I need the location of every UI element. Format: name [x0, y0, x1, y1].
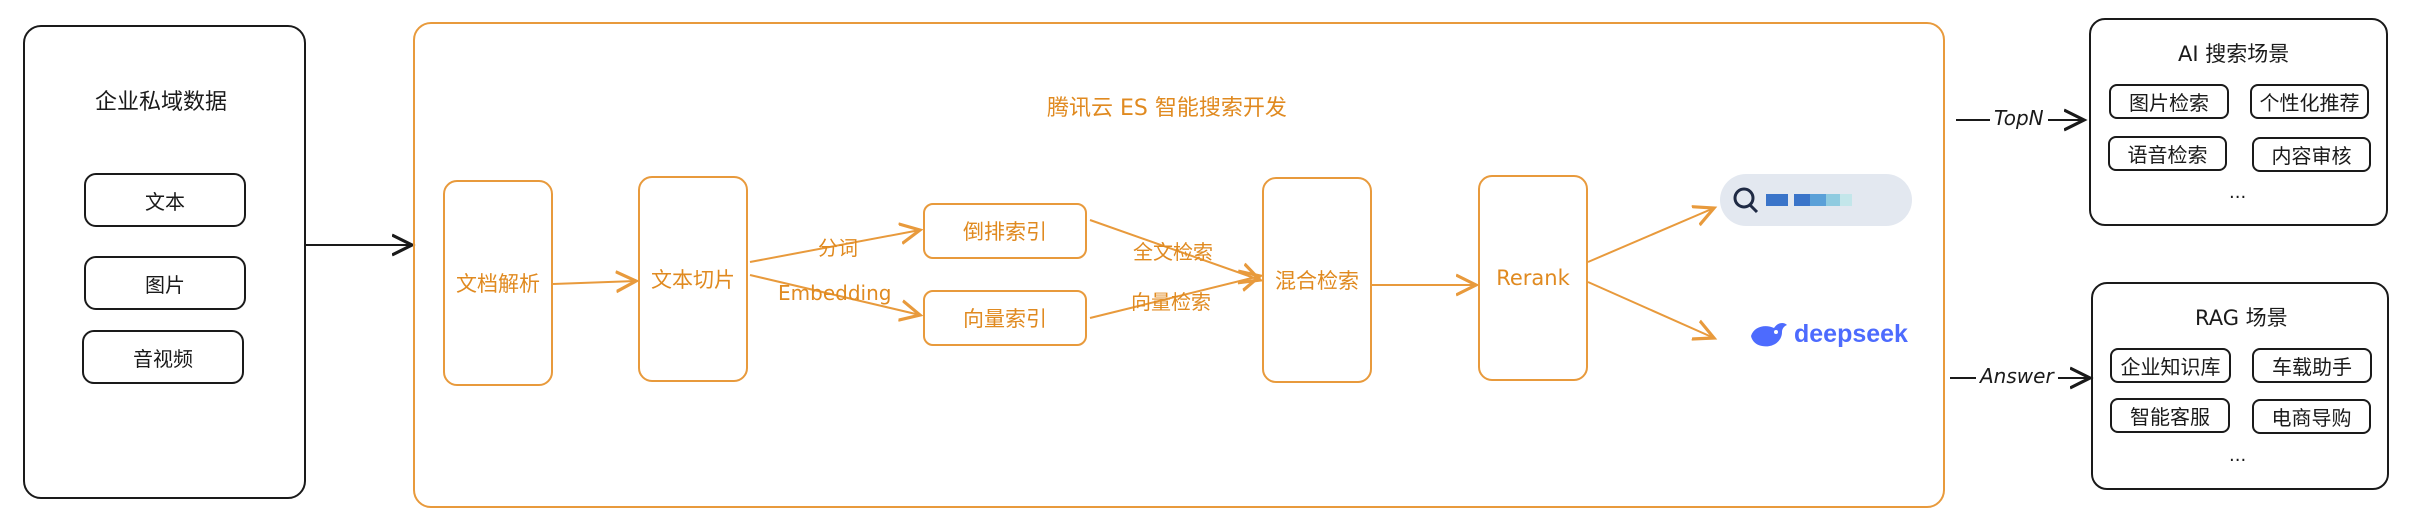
ai-search-panel: [2089, 18, 2388, 226]
arrow-rerank-to-search: [1587, 208, 1714, 263]
tokenize-label: 分词: [818, 236, 858, 260]
arrow-chunk-to-vector: [749, 274, 920, 315]
arrow-parse-to-chunk: [552, 281, 636, 284]
vector-index-node: 向量索引: [923, 290, 1087, 346]
deepseek-logo: deepseek: [1748, 318, 1908, 350]
text-chunk-label: 文本切片: [651, 268, 735, 292]
rerank-label: Rerank: [1496, 266, 1570, 290]
hybrid-search-label: 混合检索: [1275, 269, 1359, 293]
rag-item-ecommerce-guide: 电商导购: [2252, 399, 2371, 434]
inverted-index-label: 倒排索引: [963, 220, 1047, 244]
rag-item-smart-cs: 智能客服: [2110, 398, 2230, 433]
pipeline-panel: [413, 22, 1945, 508]
doc-parse-label: 文档解析: [456, 272, 540, 296]
rag-more: ...: [2229, 445, 2247, 466]
embedding-label: Embedding: [778, 281, 892, 305]
source-data-panel: [23, 25, 306, 499]
rag-item-enterprise-kb: 企业知识库: [2110, 348, 2231, 383]
doc-parse-node: 文档解析: [443, 180, 553, 386]
source-data-title: 企业私域数据: [95, 90, 228, 115]
answer-label: Answer: [1980, 364, 2054, 388]
search-icon: [1733, 187, 1852, 214]
search-bar-logo: [1720, 174, 1912, 226]
vector-index-label: 向量索引: [963, 307, 1047, 331]
arrow-rerank-to-deepseek: [1587, 281, 1714, 338]
vector-search-label: 向量检索: [1131, 290, 1211, 314]
pipeline-title: 腾讯云 ES 智能搜索开发: [1047, 96, 1287, 121]
ai-item-personalized-rec: 个性化推荐: [2250, 84, 2369, 119]
inverted-index-node: 倒排索引: [923, 203, 1087, 259]
arrow-vector-to-hybrid: [1089, 276, 1260, 319]
source-item-image: 图片: [84, 256, 246, 310]
rerank-node: Rerank: [1478, 175, 1588, 381]
rag-panel: [2091, 282, 2389, 490]
topn-label: TopN: [1994, 106, 2044, 130]
rag-title: RAG 场景: [2195, 306, 2288, 330]
arrow-inverted-to-hybrid: [1089, 219, 1260, 280]
ai-item-voice-search: 语音检索: [2108, 136, 2227, 171]
arrow-chunk-to-inverted: [749, 230, 920, 263]
ai-item-image-search: 图片检索: [2109, 84, 2229, 119]
rag-item-car-assistant: 车载助手: [2252, 348, 2372, 383]
source-item-text: 文本: [84, 173, 246, 227]
text-chunk-node: 文本切片: [638, 176, 748, 382]
source-item-audio-video: 音视频: [82, 330, 244, 384]
fulltext-search-label: 全文检索: [1133, 240, 1213, 264]
ai-item-content-review: 内容审核: [2252, 137, 2371, 172]
whale-icon: [1751, 323, 1787, 347]
ai-search-title: AI 搜索场景: [2178, 42, 2290, 66]
hybrid-search-node: 混合检索: [1262, 177, 1372, 383]
deepseek-wordmark: deepseek: [1794, 319, 1908, 348]
ai-search-more: ...: [2229, 182, 2247, 203]
